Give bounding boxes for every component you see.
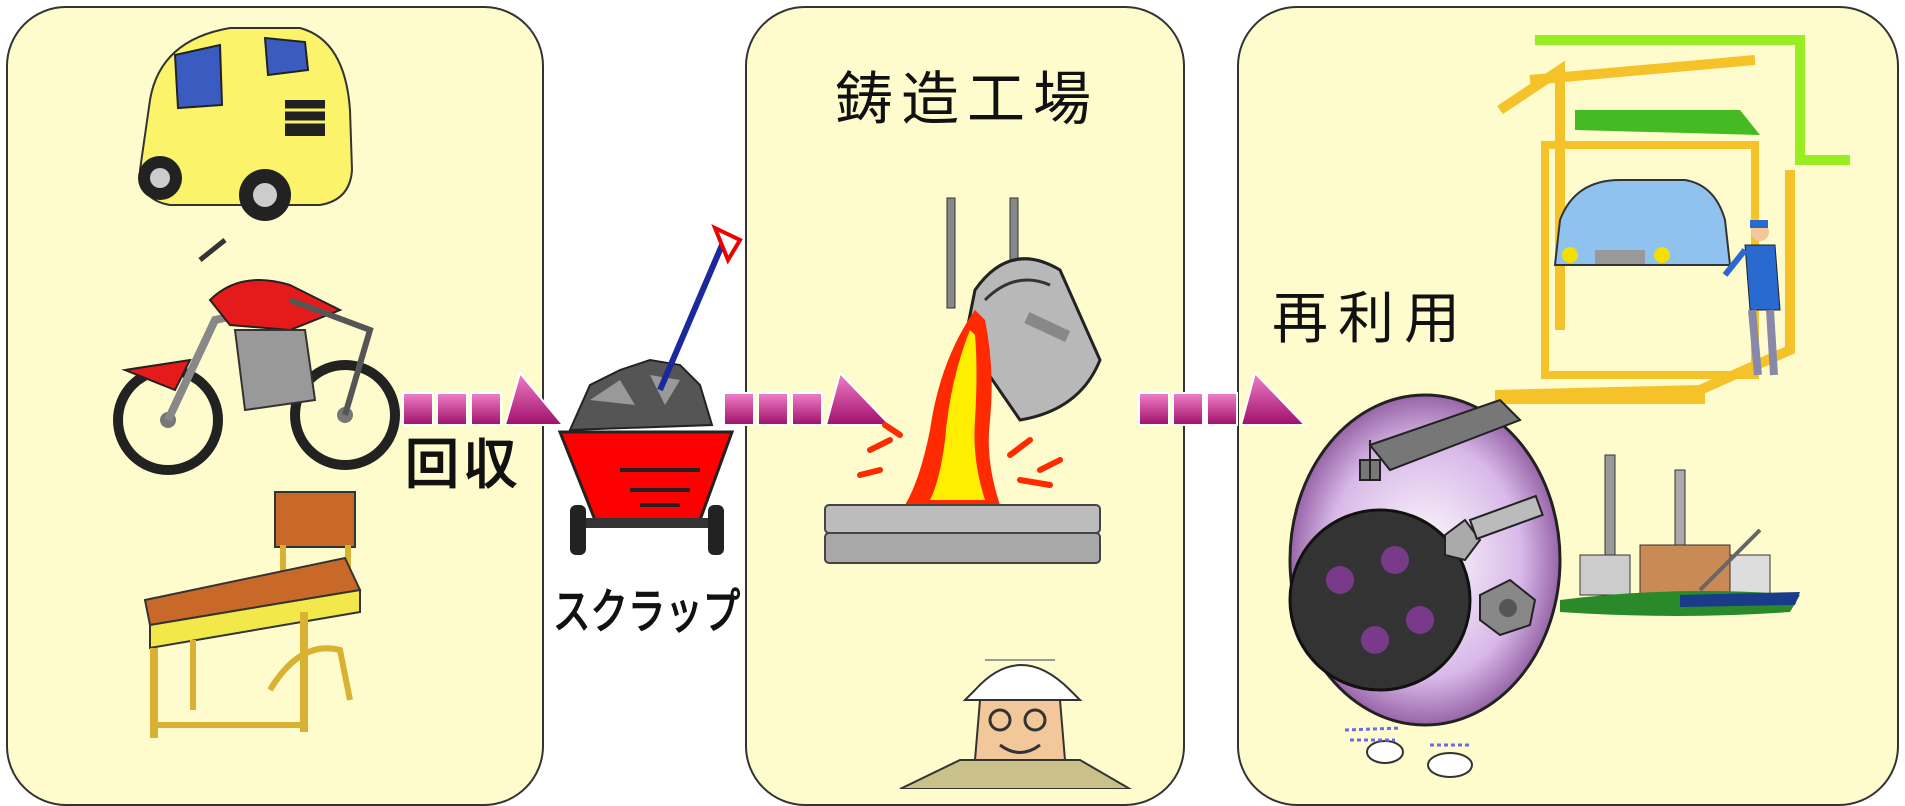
molten-metal-icon bbox=[824, 310, 1101, 564]
reuse-label: 再利用 bbox=[1272, 287, 1470, 352]
collect-label: 回収 bbox=[405, 433, 521, 496]
mechanic-icon bbox=[1722, 220, 1781, 376]
arrow-3 bbox=[1138, 371, 1308, 426]
worker-icon bbox=[899, 659, 1132, 789]
arrow-1 bbox=[402, 370, 566, 426]
foundry-label: 鋳造工場 bbox=[835, 65, 1100, 133]
shovel-icon bbox=[657, 223, 743, 392]
scrap-label: スクラップ bbox=[553, 584, 741, 640]
car-lift-icon bbox=[1494, 35, 1850, 404]
pebbles-icon bbox=[1344, 726, 1473, 778]
ladle-icon bbox=[946, 197, 1102, 422]
motorcycle-icon bbox=[113, 238, 400, 475]
machine-parts-icon bbox=[1288, 393, 1562, 727]
scrap-cart-icon bbox=[557, 358, 735, 555]
factory-icon bbox=[1560, 454, 1800, 616]
car-icon bbox=[138, 27, 354, 221]
illustration-layer bbox=[113, 27, 1850, 789]
arrow-2 bbox=[723, 371, 893, 426]
desk-chair-icon bbox=[143, 491, 362, 738]
